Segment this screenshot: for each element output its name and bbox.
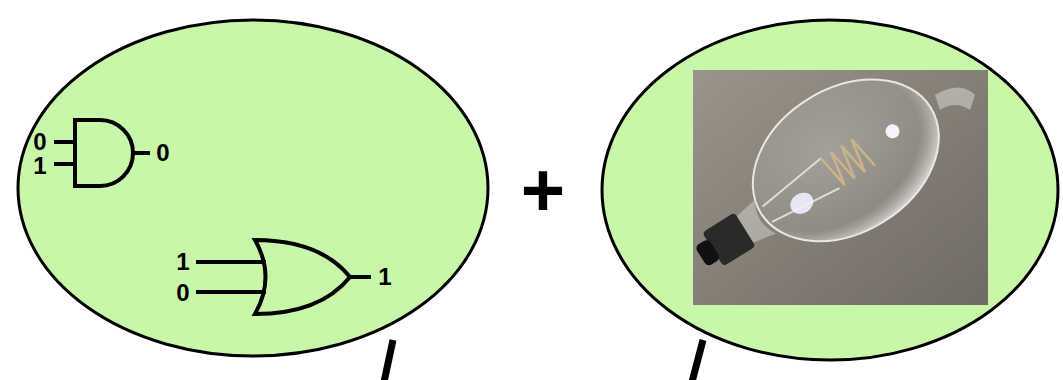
signal-value: 0 <box>33 130 46 154</box>
or-gate <box>196 240 371 314</box>
plus-sign: + <box>521 152 565 228</box>
bubble-tail <box>384 340 393 380</box>
signal-value: 0 <box>176 281 189 305</box>
and-gate <box>54 120 150 186</box>
signal-value: 0 <box>156 141 169 165</box>
signal-value: 1 <box>176 250 189 274</box>
bubble-tail <box>692 340 703 380</box>
thought-bubble <box>18 20 488 356</box>
signal-value: 1 <box>33 154 46 178</box>
signal-value: 1 <box>378 265 391 289</box>
thought-bubble <box>602 20 1058 360</box>
lightbulb-photo <box>660 46 988 313</box>
